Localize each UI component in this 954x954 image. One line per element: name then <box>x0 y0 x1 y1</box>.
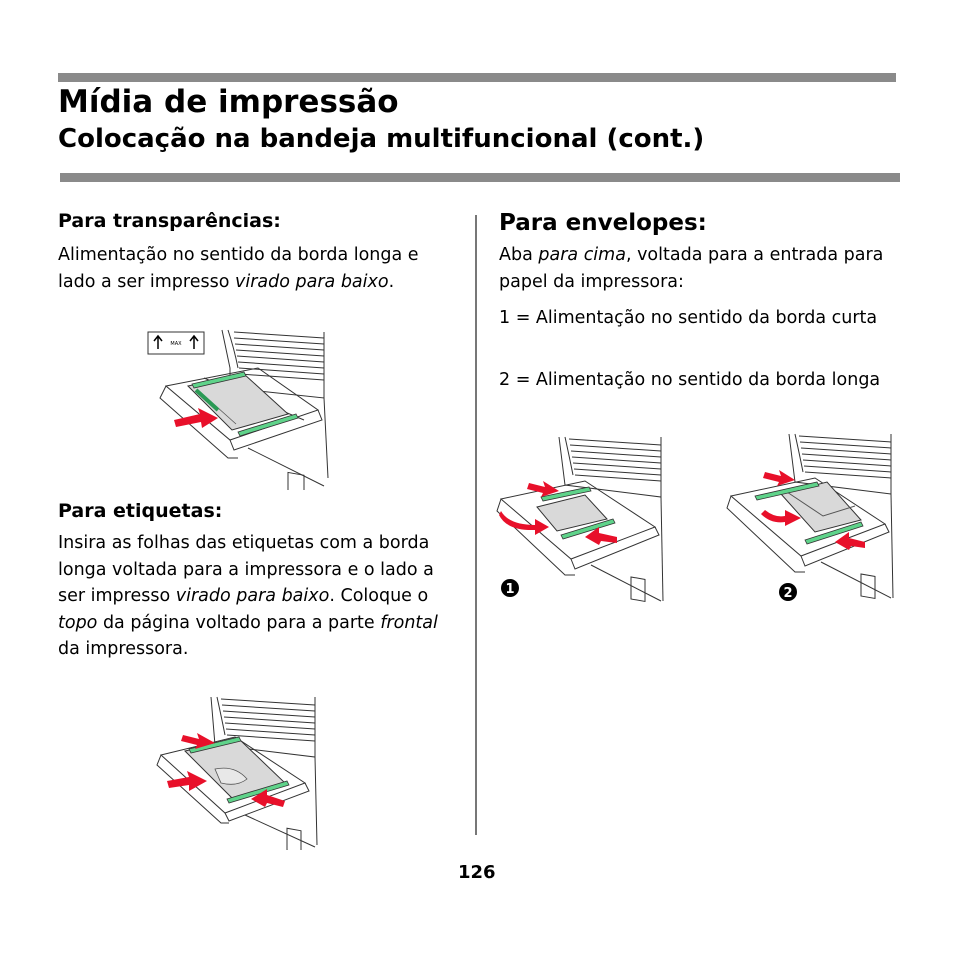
svg-text:1: 1 <box>505 582 514 597</box>
svg-text:2: 2 <box>783 586 792 601</box>
header-bottom-rule <box>60 173 900 182</box>
transparencies-text: Alimentação no sentido da borda longa e … <box>58 245 419 292</box>
column-divider <box>475 215 477 835</box>
labels-text: Insira as folhas das etiquetas com a bor… <box>58 533 438 659</box>
top-rule <box>58 73 896 82</box>
transparencies-heading: Para transparências: <box>58 210 281 232</box>
envelopes-heading: Para envelopes: <box>499 210 707 236</box>
page-number: 126 <box>458 862 496 883</box>
page-title: Mídia de impressão <box>58 84 399 120</box>
transparency-tray-illustration: MAX <box>138 328 330 490</box>
envelopes-text-short-edge: 1 = Alimentação no sentido da borda curt… <box>499 308 878 328</box>
labels-heading: Para etiquetas: <box>58 500 223 522</box>
page-subtitle: Colocação na bandeja multifuncional (con… <box>58 124 705 154</box>
envelopes-text-long-edge: 2 = Alimentação no sentido da borda long… <box>499 370 881 390</box>
envelope-short-edge-illustration: 1 <box>495 435 667 605</box>
labels-tray-illustration <box>155 695 320 850</box>
envelope-long-edge-illustration: 2 <box>725 432 897 602</box>
svg-text:MAX: MAX <box>170 341 182 347</box>
envelopes-text-flap: Aba para cima, voltada para a entrada pa… <box>499 245 884 292</box>
